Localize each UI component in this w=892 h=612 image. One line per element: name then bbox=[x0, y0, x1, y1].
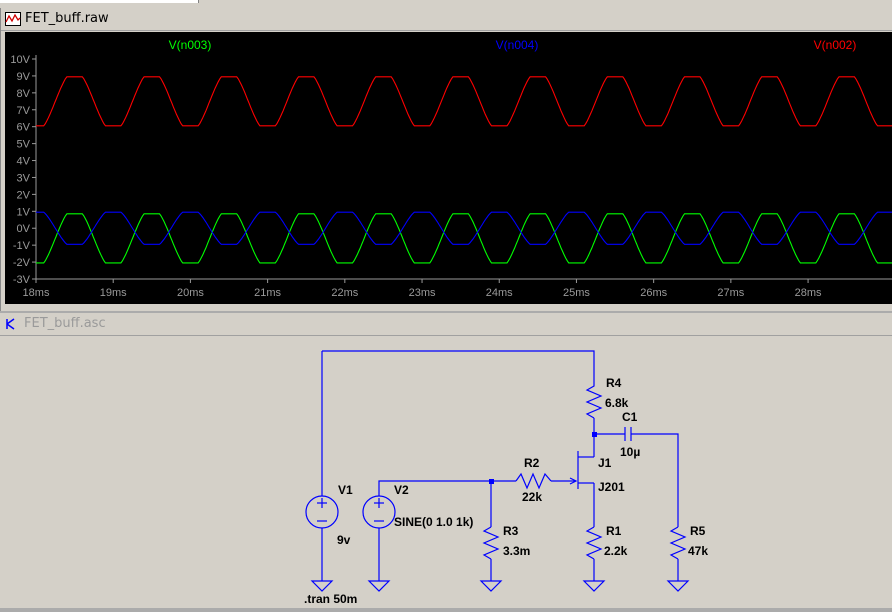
x-tick-label: 19ms bbox=[100, 287, 127, 299]
trace-label[interactable]: V(n002) bbox=[814, 38, 857, 52]
y-tick-label: 10V bbox=[10, 54, 30, 66]
r2-value: 22k bbox=[522, 490, 542, 504]
trace-vn004 bbox=[36, 211, 892, 245]
y-tick-label: 2V bbox=[17, 189, 31, 201]
trace-vn003 bbox=[36, 213, 892, 264]
ground-icon bbox=[666, 580, 690, 592]
schematic-canvas[interactable]: V1 9v V2 SINE(0 1.0 1k) R2 22k R3 3.3m R… bbox=[4, 341, 892, 608]
y-tick-label: 9V bbox=[17, 71, 31, 83]
x-tick-label: 21ms bbox=[254, 287, 281, 299]
tran-directive[interactable]: .tran 50m bbox=[304, 592, 357, 606]
c1-value: 10µ bbox=[620, 445, 640, 459]
x-tick-label: 20ms bbox=[177, 287, 204, 299]
jfet-j1 bbox=[569, 451, 594, 489]
r3-value: 3.3m bbox=[503, 544, 530, 558]
schematic-icon bbox=[6, 318, 15, 330]
y-tick-label: 6V bbox=[17, 122, 31, 134]
schematic-titlebar[interactable]: FET_buff.asc bbox=[0, 313, 892, 336]
x-tick-label: 23ms bbox=[409, 287, 436, 299]
r3-label: R3 bbox=[503, 524, 519, 538]
resistor-r1 bbox=[585, 483, 603, 581]
j1-value: J201 bbox=[598, 480, 625, 494]
y-tick-label: 8V bbox=[17, 88, 31, 100]
junction-dot bbox=[592, 432, 597, 437]
r2-label: R2 bbox=[524, 456, 540, 470]
y-tick-label: 3V bbox=[17, 172, 31, 184]
r5-label: R5 bbox=[690, 524, 706, 538]
r4-label: R4 bbox=[606, 376, 622, 390]
r1-value: 2.2k bbox=[604, 544, 628, 558]
v2-value: SINE(0 1.0 1k) bbox=[394, 515, 473, 529]
y-tick-label: -3V bbox=[13, 274, 31, 286]
waveform-plot[interactable]: V(n003) V(n004) V(n002) 10V 9V 8V 7V 6V 5V 4V 3V 2V… bbox=[5, 32, 892, 304]
schematic-window[interactable]: FET_buff.asc bbox=[0, 313, 892, 608]
x-tick-label: 25ms bbox=[563, 287, 590, 299]
top-tab-strip bbox=[0, 0, 892, 8]
active-tab[interactable] bbox=[0, 0, 199, 3]
waveform-window[interactable]: FET_buff.raw V(n003) V(n004) V(n002) 10V 9V 8… bbox=[0, 8, 892, 311]
trace-label[interactable]: V(n004) bbox=[496, 38, 539, 52]
x-tick-label: 26ms bbox=[640, 287, 667, 299]
ground-icon bbox=[310, 580, 334, 592]
trace-label[interactable]: V(n003) bbox=[169, 38, 212, 52]
voltage-source-v2 bbox=[362, 480, 491, 581]
waveform-chart-svg[interactable]: V(n003) V(n004) V(n002) 10V 9V 8V 7V 6V 5V 4V 3V 2V… bbox=[5, 32, 892, 304]
resistor-r4 bbox=[585, 381, 603, 457]
voltage-source-v1 bbox=[305, 495, 339, 581]
y-tick-label: -2V bbox=[13, 257, 31, 269]
y-tick-label: 0V bbox=[17, 223, 31, 235]
x-tick-label: 24ms bbox=[486, 287, 513, 299]
v1-value: 9v bbox=[337, 533, 351, 547]
r5-value: 47k bbox=[688, 544, 708, 558]
j1-label: J1 bbox=[598, 456, 612, 470]
resistor-r2 bbox=[491, 472, 570, 490]
c1-label: C1 bbox=[622, 410, 638, 424]
capacitor-c1 bbox=[594, 427, 679, 527]
x-tick-label: 22ms bbox=[331, 287, 358, 299]
x-tick-label: 28ms bbox=[795, 287, 822, 299]
y-tick-label: 1V bbox=[17, 206, 31, 218]
v1-label: V1 bbox=[338, 483, 353, 497]
x-tick-label: 27ms bbox=[717, 287, 744, 299]
r1-label: R1 bbox=[606, 524, 622, 538]
y-tick-label: 7V bbox=[17, 105, 31, 117]
waveform-titlebar[interactable]: FET_buff.raw bbox=[1, 8, 892, 31]
y-tick-label: 4V bbox=[17, 156, 31, 168]
ground-icon bbox=[582, 580, 606, 592]
schematic-window-title: FET_buff.asc bbox=[24, 316, 106, 331]
wire-top-rail bbox=[322, 350, 595, 381]
y-tick-label: 5V bbox=[17, 139, 31, 151]
waveform-icon bbox=[5, 12, 21, 26]
ground-icon bbox=[367, 580, 391, 592]
waveform-window-title: FET_buff.raw bbox=[25, 11, 109, 26]
x-tick-label: 18ms bbox=[23, 287, 50, 299]
v2-label: V2 bbox=[394, 483, 409, 497]
junction-dot bbox=[489, 479, 494, 484]
ground-icon bbox=[479, 580, 503, 592]
r4-value: 6.8k bbox=[605, 396, 629, 410]
schematic-svg[interactable]: V1 9v V2 SINE(0 1.0 1k) R2 22k R3 3.3m R… bbox=[4, 341, 892, 608]
y-tick-label: -1V bbox=[13, 240, 31, 252]
trace-vn002 bbox=[36, 76, 892, 127]
resistor-r5 bbox=[669, 526, 687, 581]
resistor-r3 bbox=[482, 481, 500, 581]
